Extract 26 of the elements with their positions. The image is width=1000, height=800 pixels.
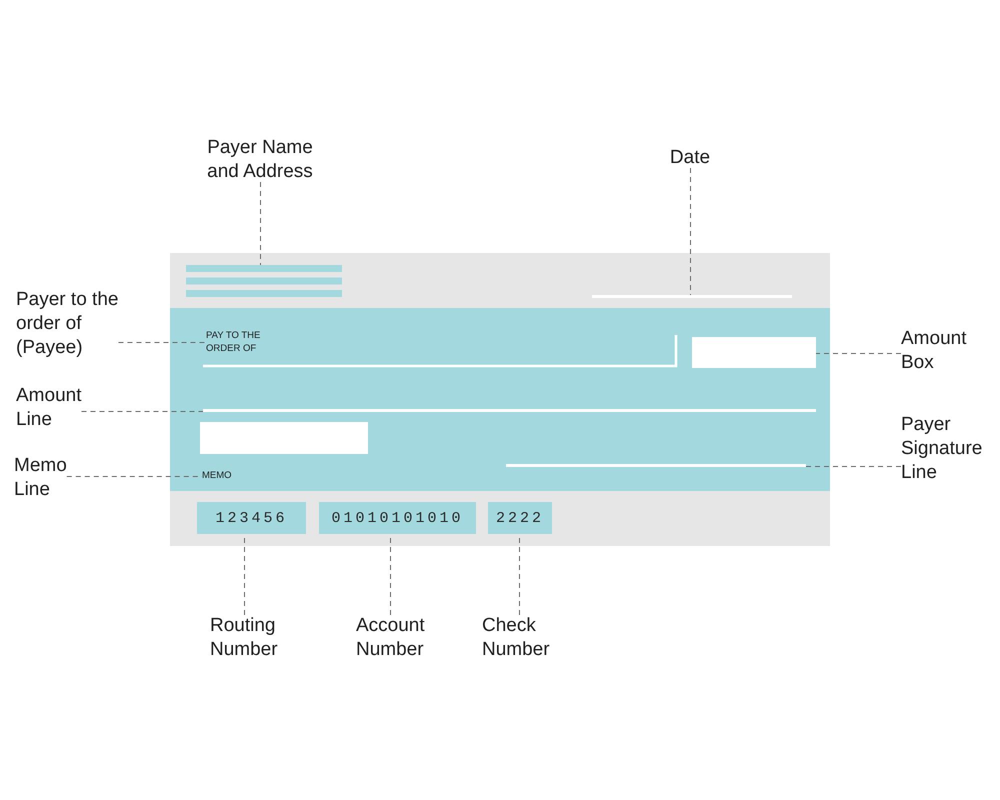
leader-line <box>816 353 902 354</box>
leader-line <box>690 168 691 296</box>
callout-label: Amount Line <box>16 385 82 430</box>
check-code: 2222 <box>488 502 552 534</box>
callout-label: Payer Signature Line <box>901 414 982 483</box>
field-caption: MEMO <box>202 470 232 481</box>
check-card <box>170 253 830 546</box>
account-code: 01010101010 <box>319 502 476 534</box>
callout-label: Payer Name and Address <box>207 137 313 182</box>
leader-line <box>260 182 261 266</box>
callout-label: Memo Line <box>14 455 67 500</box>
field-caption: PAY TO THE ORDER OF <box>206 330 260 354</box>
callout-label: Account Number <box>356 615 425 660</box>
callout-label: Routing Number <box>210 615 278 660</box>
callout-label: Check Number <box>482 615 550 660</box>
address-lines <box>186 265 342 297</box>
callout-label: Amount Box <box>901 328 966 373</box>
leader-line <box>806 466 902 467</box>
amount-input-field <box>692 337 816 368</box>
signature-fill-in-line <box>506 464 806 467</box>
leader-line <box>118 342 206 343</box>
routing-code: 123456 <box>197 502 306 534</box>
leader-line <box>80 411 204 412</box>
callout-label: Payer to the order of (Payee) <box>16 289 118 358</box>
callout-label: Date <box>670 147 710 168</box>
amount-fill-in-line <box>203 409 816 412</box>
